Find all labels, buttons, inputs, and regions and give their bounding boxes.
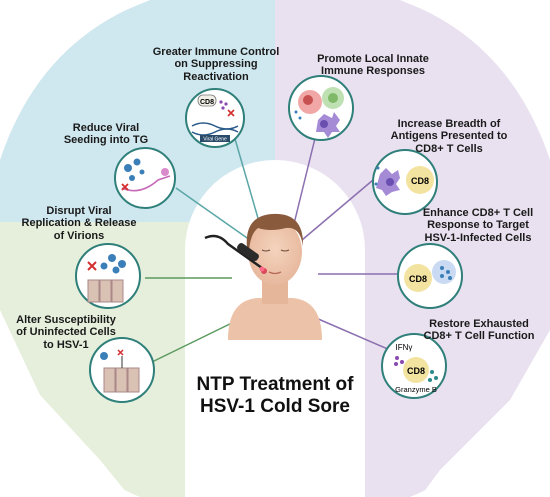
icon-circle-alter-susceptibility [89,337,155,403]
icon-circle-viral-seeding [114,147,176,209]
cd8-label-4: CD8 [407,366,425,376]
icon-circle-restore-exhausted: IFNγ CD8 Granzyme B [381,333,447,399]
cd8-label-1: CD8 [200,99,214,106]
icon-circle-enhance-cd8: CD8 [397,243,463,309]
cd8-label-2: CD8 [411,176,429,186]
cd8-label-3: CD8 [409,274,427,284]
plasma-device-icon [204,234,265,272]
icon-circle-disrupt-replication [75,243,141,309]
icon-circle-immune-control: CD8 Viral Gene [185,88,245,148]
ifn-gamma-label: IFNγ [396,343,413,352]
icon-circle-antigen-presentation: CD8 [372,149,438,215]
diagram-title: NTP Treatment of HSV-1 Cold Sore [196,374,354,418]
icon-circle-innate-immune [288,75,354,141]
blue-sector [0,0,275,222]
viral-gene-label: Viral Gene [203,137,227,143]
granzyme-label: Granzyme B [395,385,437,394]
